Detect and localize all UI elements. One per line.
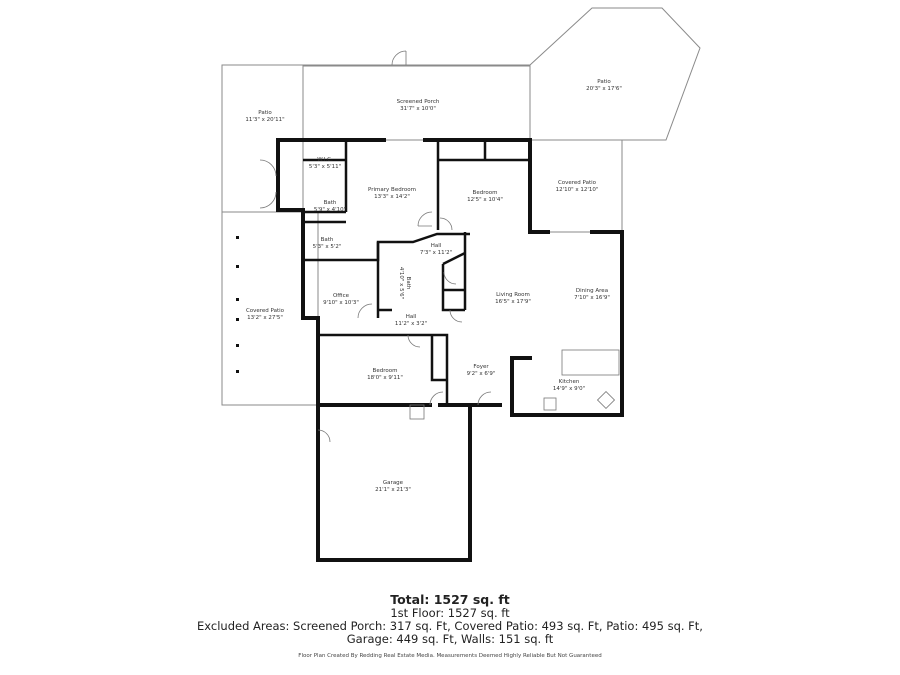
patio-left-dims: 11'3" x 20'11" [245,117,284,123]
bedroom-3-name: Bedroom [373,368,398,374]
patio-left-name: Patio [258,110,272,116]
excluded-areas-line-1: Excluded Areas: Screened Porch: 317 sq. … [197,619,703,633]
kitchen-name: Kitchen [559,379,580,385]
bath-3-name: Bath [405,277,411,290]
primary-bedroom-dims: 13'3" x 14'2" [374,194,410,200]
foyer-dims: 9'2" x 6'9" [467,371,496,377]
patio-right-name: Patio [597,79,611,85]
credit-note: Floor Plan Created By Redding Real Estat… [298,653,602,659]
screened-porch-dims: 31'7" x 10'0" [400,106,436,112]
patio-posts [236,236,239,373]
dining-area-dims: 7'10" x 16'9" [574,295,610,301]
bedroom-2-dims: 12'5" x 10'4" [467,197,503,203]
total-area: Total: 1527 sq. ft [390,592,510,607]
room-labels: Patio 11'3" x 20'11" Screened Porch 31'7… [245,79,622,493]
hall-1-dims: 7'3" x 11'2" [420,250,452,256]
bath-2-dims: 5'3" x 5'2" [313,244,342,250]
patio-right-area [529,7,701,141]
office-name: Office [333,293,350,299]
wic-name: W.I.C. [317,157,333,163]
interior-walls [303,140,530,405]
covered-patio-left-dims: 13'2" x 27'5" [247,315,283,321]
covered-patio-right-dims: 12'10" x 12'10" [556,187,599,193]
covered-patio-left-area [221,211,319,406]
wic-dims: 5'3" x 5'11" [309,164,341,170]
bath-3-dims: 4'10" x 5'6" [398,267,404,299]
bath-primary-dims: 5'9" x 4'10" [314,207,346,213]
dining-area-name: Dining Area [576,288,608,294]
foyer-name: Foyer [473,364,489,370]
doors [259,50,620,443]
floor-area: 1st Floor: 1527 sq. ft [390,606,510,620]
bedroom-3-dims: 18'0" x 9'11" [367,375,403,381]
office-dims: 9'10" x 10'3" [323,300,359,306]
kitchen-dims: 14'9" x 9'0" [553,386,585,392]
living-room-dims: 16'5" x 17'9" [495,299,531,305]
primary-bedroom-name: Primary Bedroom [368,187,416,193]
covered-patio-right-name: Covered Patio [558,180,597,186]
screened-porch-name: Screened Porch [397,99,440,105]
garage-dims: 21'1" x 21'3" [375,487,411,493]
hall-2-name: Hall [406,314,417,320]
covered-patio-left-name: Covered Patio [246,308,285,314]
hall-1-name: Hall [431,243,442,249]
bath-primary-name: Bath [324,200,337,206]
garage-name: Garage [383,480,404,486]
excluded-areas-line-2: Garage: 449 sq. Ft, Walls: 151 sq. ft [346,632,554,646]
patio-right-dims: 20'3" x 17'6" [586,86,622,92]
covered-patio-right-area [529,139,623,233]
bath-2-name: Bath [321,237,334,243]
hall-2-dims: 11'2" x 3'2" [395,321,427,327]
bedroom-2-name: Bedroom [473,190,498,196]
living-room-name: Living Room [496,292,530,298]
